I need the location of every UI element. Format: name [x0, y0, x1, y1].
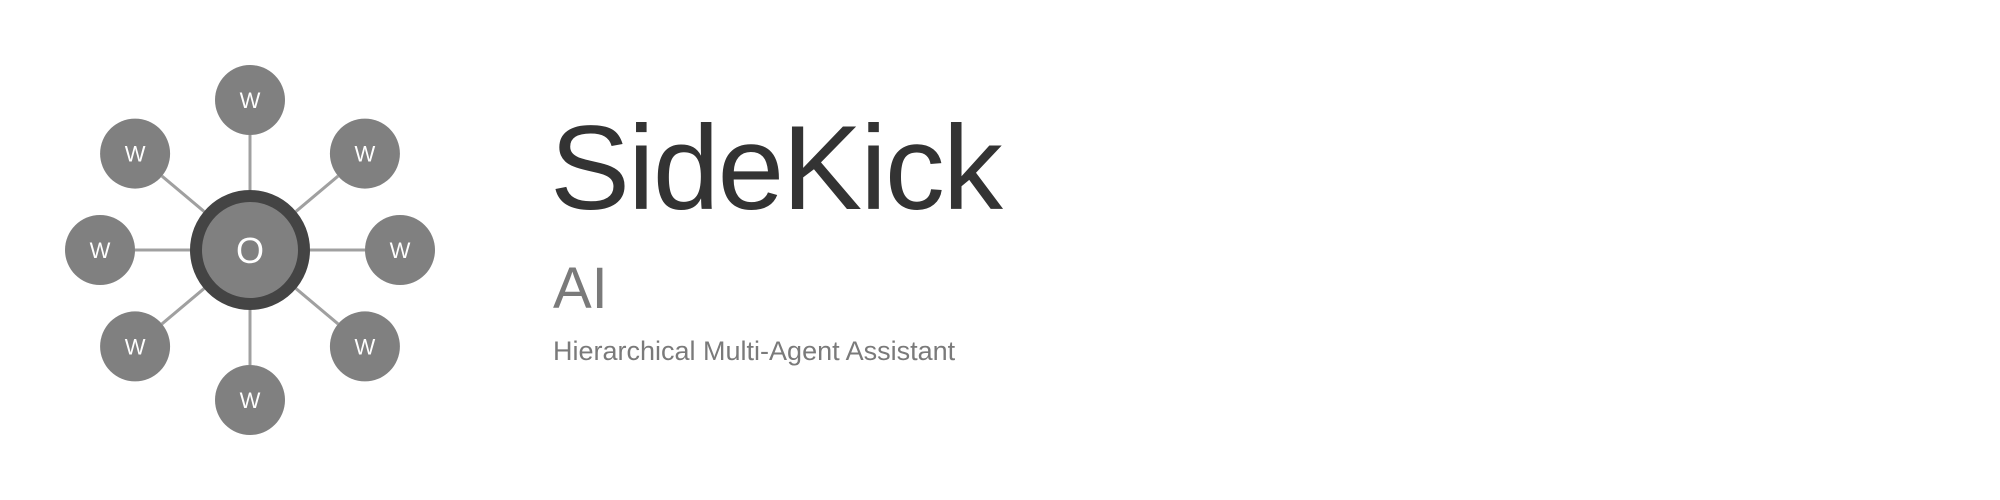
brand-suffix: AI — [553, 256, 608, 321]
worker-label: W — [355, 142, 376, 167]
worker-circle — [329, 311, 400, 382]
worker-node-bottom: W — [215, 365, 285, 435]
spoke-bottom-left — [160, 287, 206, 326]
spokes — [135, 135, 365, 365]
worker-label: W — [125, 334, 146, 359]
worker-circle — [65, 215, 135, 285]
worker-node-bottom-left: W — [100, 311, 171, 382]
orchestrator-label: O — [236, 230, 264, 271]
worker-circle — [215, 365, 285, 435]
orchestrator-node: O — [190, 190, 310, 310]
agent-network-logo: W W W W W W W W O — [65, 65, 435, 435]
brand-block: SideKick AI Hierarchical Multi-Agent Ass… — [550, 108, 1350, 398]
spoke-top-left — [160, 174, 206, 213]
worker-nodes: W W W W W W W W — [65, 65, 435, 435]
worker-node-left: W — [65, 215, 135, 285]
brand-tagline: Hierarchical Multi-Agent Assistant — [553, 336, 956, 366]
worker-circle — [365, 215, 435, 285]
worker-circle — [100, 311, 171, 382]
worker-circle — [329, 118, 400, 189]
worker-node-top: W — [215, 65, 285, 135]
worker-label: W — [355, 334, 376, 359]
worker-circle — [215, 65, 285, 135]
worker-node-top-right: W — [329, 118, 400, 189]
worker-label: W — [90, 238, 111, 263]
worker-label: W — [240, 88, 261, 113]
orchestrator-circle — [190, 190, 310, 310]
spoke-bottom-right — [294, 287, 340, 326]
worker-node-bottom-right: W — [329, 311, 400, 382]
worker-label: W — [390, 238, 411, 263]
worker-node-top-left: W — [100, 118, 171, 189]
brand-name: SideKick — [550, 101, 1003, 235]
worker-node-right: W — [365, 215, 435, 285]
spoke-top-right — [294, 174, 340, 213]
worker-label: W — [125, 142, 146, 167]
worker-label: W — [240, 388, 261, 413]
worker-circle — [100, 118, 171, 189]
